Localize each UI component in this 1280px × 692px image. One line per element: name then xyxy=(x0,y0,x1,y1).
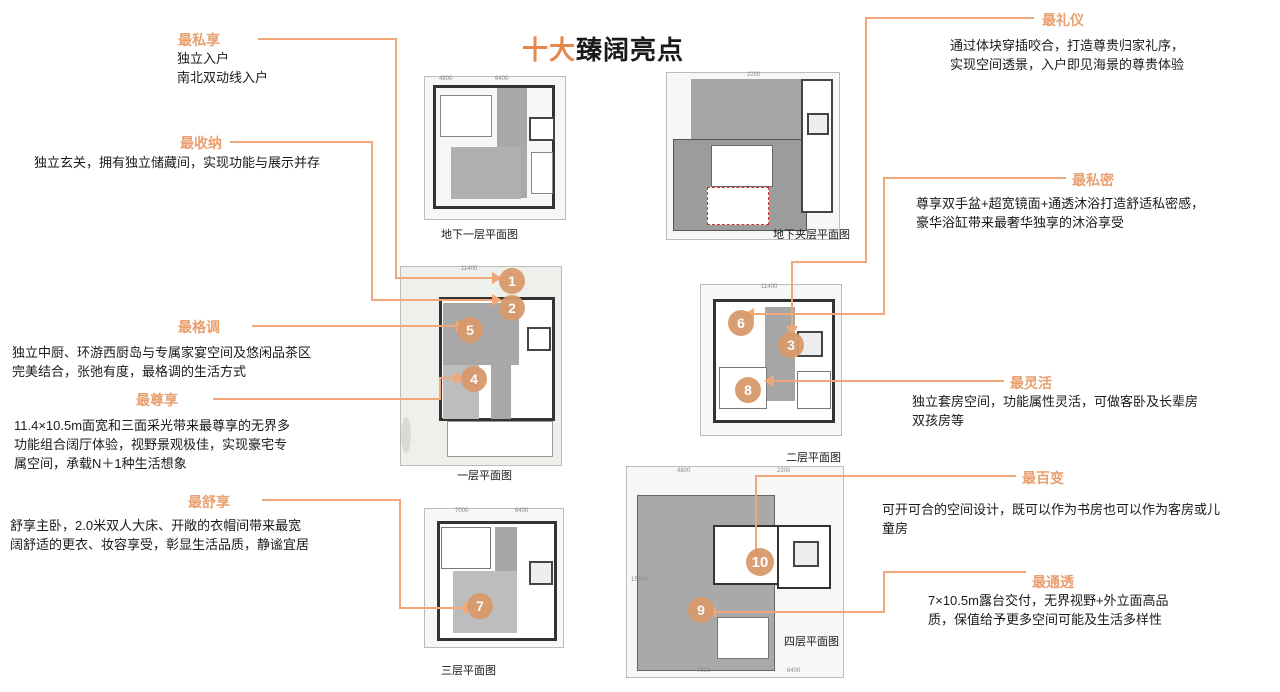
text-line: 质，保值给予更多空间可能及生活多样性 xyxy=(928,612,1163,627)
marker-3: 3 xyxy=(778,332,804,358)
plan-floor2: 11400 xyxy=(700,284,842,436)
marker-1: 1 xyxy=(499,268,525,294)
caption-floor4: 四层平面图 xyxy=(784,636,839,648)
caption-mezzanine: 地下夹层平面图 xyxy=(773,229,850,241)
dim-label: 11400 xyxy=(761,284,778,290)
text-line: 独立玄关，拥有独立储藏间，实现功能与展示并存 xyxy=(34,155,321,170)
dim-label: 6400 xyxy=(787,668,801,674)
highlight-liyi-text: 通过体块穿插咬合，打造尊贵归家礼序， 实现空间透景，入户即见海景的尊贵体验 xyxy=(950,36,1184,74)
highlight-simi-text: 尊享双手盆+超宽镜面+通透沐浴打造舒适私密感， 豪华浴缸带来最奢华独享的沐浴享受 xyxy=(916,194,1204,232)
marker-10: 10 xyxy=(746,548,774,576)
marker-7: 7 xyxy=(467,593,493,619)
text-line: 童房 xyxy=(882,521,909,536)
dim-label: 7000 xyxy=(697,668,711,674)
plan-basement: 4800 6400 xyxy=(424,76,566,220)
dim-label: 11400 xyxy=(461,266,478,272)
dim-label: 15500 xyxy=(631,577,648,583)
text-line: 舒享主卧，2.0米双人大床、开敞的衣帽间带来最宽 xyxy=(10,518,302,533)
highlight-shuxiang-text: 舒享主卧，2.0米双人大床、开敞的衣帽间带来最宽 阔舒适的更衣、妆容享受，彰显生… xyxy=(10,516,309,554)
caption-floor2: 二层平面图 xyxy=(786,452,841,464)
highlight-shuxiang-heading: 最舒享 xyxy=(188,494,230,510)
text-line: 尊享双手盆+超宽镜面+通透沐浴打造舒适私密感， xyxy=(916,196,1205,211)
page-title: 十大臻阔亮点 xyxy=(522,30,684,67)
marker-5: 5 xyxy=(457,317,483,343)
text-line: 7×10.5m露台交付，无界视野+外立面高品 xyxy=(928,593,1169,608)
highlight-simi-heading: 最私密 xyxy=(1072,172,1114,188)
marker-6: 6 xyxy=(728,310,754,336)
highlight-zunxiang-heading: 最尊享 xyxy=(136,392,178,408)
highlight-baibian-text: 可开可合的空间设计，既可以作为书房也可以作为客房或儿 童房 xyxy=(882,500,1220,538)
dim-label: 7000 xyxy=(455,508,469,514)
dim-label: 6400 xyxy=(495,76,509,82)
text-line: 双孩房等 xyxy=(912,413,965,428)
caption-floor1: 一层平面图 xyxy=(457,470,512,482)
title-rest: 臻阔亮点 xyxy=(576,36,685,66)
caption-floor3: 三层平面图 xyxy=(441,665,496,677)
dim-label: 4800 xyxy=(439,76,453,82)
highlight-shouna-text: 独立玄关，拥有独立储藏间，实现功能与展示并存 xyxy=(34,153,320,172)
text-line: 豪华浴缸带来最奢华独享的沐浴享受 xyxy=(916,215,1125,230)
text-line: 11.4×10.5m面宽和三面采光带来最尊享的无界多 xyxy=(14,418,291,433)
highlight-sixiang-heading: 最私享 xyxy=(178,32,220,48)
text-line: 阔舒适的更衣、妆容享受，彰显生活品质，静谧宜居 xyxy=(10,537,310,552)
highlight-gediao-text: 独立中厨、环游西厨岛与专属家宴空间及悠闲品茶区 完美结合，张弛有度，最格调的生活… xyxy=(12,343,311,381)
text-line: 通过体块穿插咬合，打造尊贵归家礼序， xyxy=(950,38,1185,53)
text-line: 功能组合阔厅体验，视野景观极佳，实现豪宅专 xyxy=(14,437,288,452)
text-line: 独立套房空间，功能属性灵活，可做客卧及长辈房 xyxy=(912,394,1199,409)
text-line: 独立中厨、环游西厨岛与专属家宴空间及悠闲品茶区 xyxy=(12,345,312,360)
text-line: 独立入户 xyxy=(177,51,230,66)
plan-floor3: 7000 6400 xyxy=(424,508,564,648)
highlight-liyi-heading: 最礼仪 xyxy=(1042,12,1084,28)
marker-2: 2 xyxy=(499,295,525,321)
highlight-sixiang-text: 独立入户 南北双动线入户 xyxy=(177,49,268,87)
marker-4: 4 xyxy=(461,366,487,392)
marker-9: 9 xyxy=(688,597,714,623)
title-accent: 十大 xyxy=(522,36,577,66)
plan-mezzanine: 2200 xyxy=(666,72,840,240)
plan-floor1: 11400 xyxy=(400,266,562,466)
text-line: 完美结合，张弛有度，最格调的生活方式 xyxy=(12,364,247,379)
highlight-linghuo-heading: 最灵活 xyxy=(1010,375,1052,391)
dim-label: 2200 xyxy=(747,72,761,78)
text-line: 可开可合的空间设计，既可以作为书房也可以作为客房或儿 xyxy=(882,502,1221,517)
dim-label: 4800 xyxy=(677,468,691,474)
highlight-baibian-heading: 最百变 xyxy=(1022,470,1064,486)
highlight-zunxiang-text: 11.4×10.5m面宽和三面采光带来最尊享的无界多 功能组合阔厅体验，视野景观… xyxy=(14,416,290,473)
text-line: 实现空间透景，入户即见海景的尊贵体验 xyxy=(950,57,1185,72)
dim-label: 2200 xyxy=(777,468,791,474)
highlight-tongtou-heading: 最通透 xyxy=(1032,574,1074,590)
highlight-shouna-heading: 最收纳 xyxy=(180,135,222,151)
text-line: 属空间，承载N＋1种生活想象 xyxy=(14,456,187,471)
caption-basement: 地下一层平面图 xyxy=(441,229,518,241)
highlight-linghuo-text: 独立套房空间，功能属性灵活，可做客卧及长辈房 双孩房等 xyxy=(912,392,1198,430)
highlight-tongtou-text: 7×10.5m露台交付，无界视野+外立面高品 质，保值给予更多空间可能及生活多样… xyxy=(928,591,1169,629)
highlight-gediao-heading: 最格调 xyxy=(178,319,220,335)
marker-8: 8 xyxy=(735,377,761,403)
dim-label: 6400 xyxy=(515,508,529,514)
text-line: 南北双动线入户 xyxy=(177,70,269,85)
